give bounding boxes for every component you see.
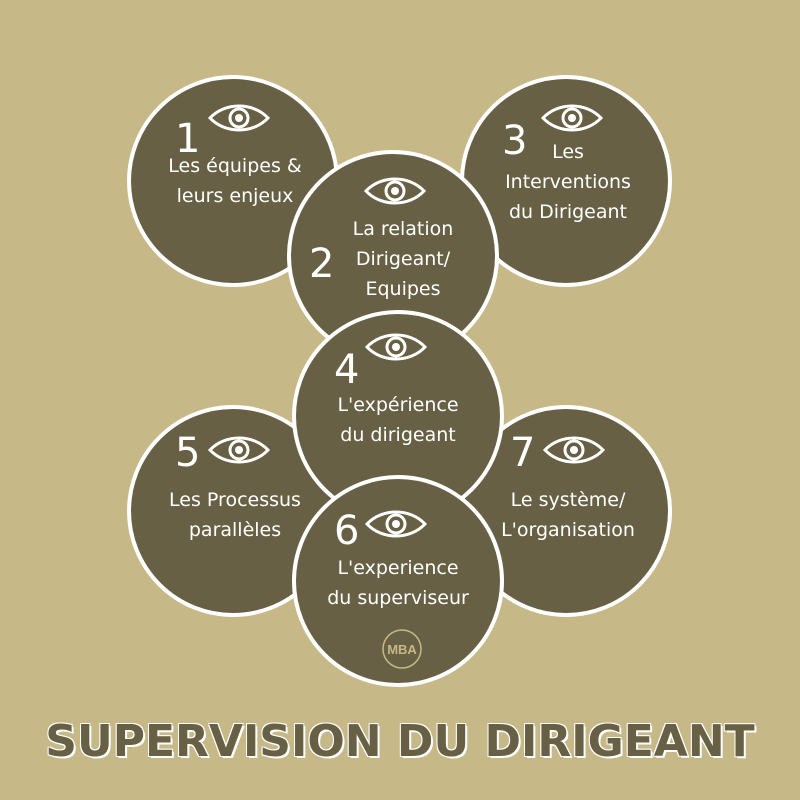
node-3-number: 3 xyxy=(502,118,528,164)
node-5-label: Les Processus parallèles xyxy=(169,489,301,541)
node-1-label: Les équipes & leurs enjeux xyxy=(168,155,302,207)
eye-icon xyxy=(541,104,603,132)
node-5-number: 5 xyxy=(175,430,201,476)
eye-icon xyxy=(365,510,427,538)
node-6-label: L'experience du superviseur xyxy=(327,557,469,609)
eye-icon xyxy=(208,436,270,464)
eye-icon xyxy=(208,104,270,132)
eye-icon xyxy=(364,177,426,205)
node-7-label: Le système/ L'organisation xyxy=(501,489,635,541)
eye-icon xyxy=(543,436,605,464)
node-4-label: L'expérience du dirigeant xyxy=(337,394,459,446)
page-title: SUPERVISION DU DIRIGEANT xyxy=(45,716,755,767)
node-3-label: Les Interventions du Dirigeant xyxy=(505,141,631,223)
node-2-label: La relation Dirigeant/ Equipes xyxy=(352,218,454,300)
node-2: 2 La relation Dirigeant/ Equipes xyxy=(287,150,499,362)
node-1-number: 1 xyxy=(175,116,201,162)
svg-text:MBA: MBA xyxy=(387,642,417,657)
node-6-number: 6 xyxy=(334,508,360,554)
mba-logo: MBA xyxy=(382,629,422,669)
node-6: 6 L'experience du superviseur MBA xyxy=(292,475,504,687)
node-7-number: 7 xyxy=(510,430,536,476)
node-1: 1 Les équipes & leurs enjeux xyxy=(127,75,339,287)
eye-icon xyxy=(365,333,427,361)
node-4-number: 4 xyxy=(334,347,360,393)
node-2-number: 2 xyxy=(309,241,335,287)
